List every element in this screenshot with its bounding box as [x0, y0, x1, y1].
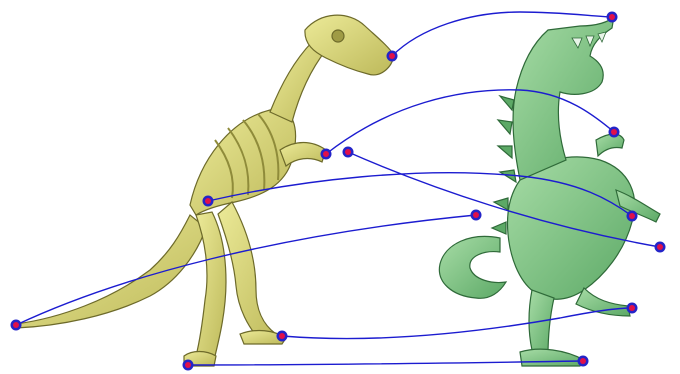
skeleton-skull [305, 15, 394, 75]
marker-foot-front-left [277, 331, 288, 342]
skeleton-eye-socket [332, 30, 344, 42]
dino-spike [492, 222, 506, 234]
marker-foot-front-right [627, 303, 638, 314]
marker-hand-right [655, 242, 666, 253]
dino-tail [439, 236, 506, 298]
dino-spike [498, 120, 512, 134]
marker-back-right [471, 210, 482, 221]
marker-foot-back-left [183, 360, 194, 371]
dino-spike [498, 146, 512, 158]
dino-arm-upper [596, 134, 624, 156]
marker-front-claw-right [609, 127, 620, 138]
marker-head-left [387, 51, 398, 62]
marker-head-right [607, 12, 618, 23]
marker-hip-right [627, 211, 638, 222]
skeleton-arm [280, 143, 326, 167]
green-dinosaur-model [439, 16, 660, 366]
skeleton-leg-back [218, 202, 284, 342]
marker-hand-left [343, 147, 354, 158]
marker-foot-back-right [578, 356, 589, 367]
dino-leg-back [576, 288, 630, 316]
correspondence-line-front-claw [326, 90, 614, 154]
dino-tooth [598, 32, 606, 42]
skeleton-dinosaur-model [16, 15, 394, 366]
marker-tail-tip-left [11, 320, 22, 331]
marker-front-claw-left [321, 149, 332, 160]
dino-foot-front [520, 349, 584, 366]
skeleton-tail [16, 215, 206, 328]
marker-hip-left [203, 196, 214, 207]
skeleton-neck [270, 42, 326, 122]
dino-spike [500, 96, 514, 110]
correspondence-line-foot-front [282, 308, 632, 339]
